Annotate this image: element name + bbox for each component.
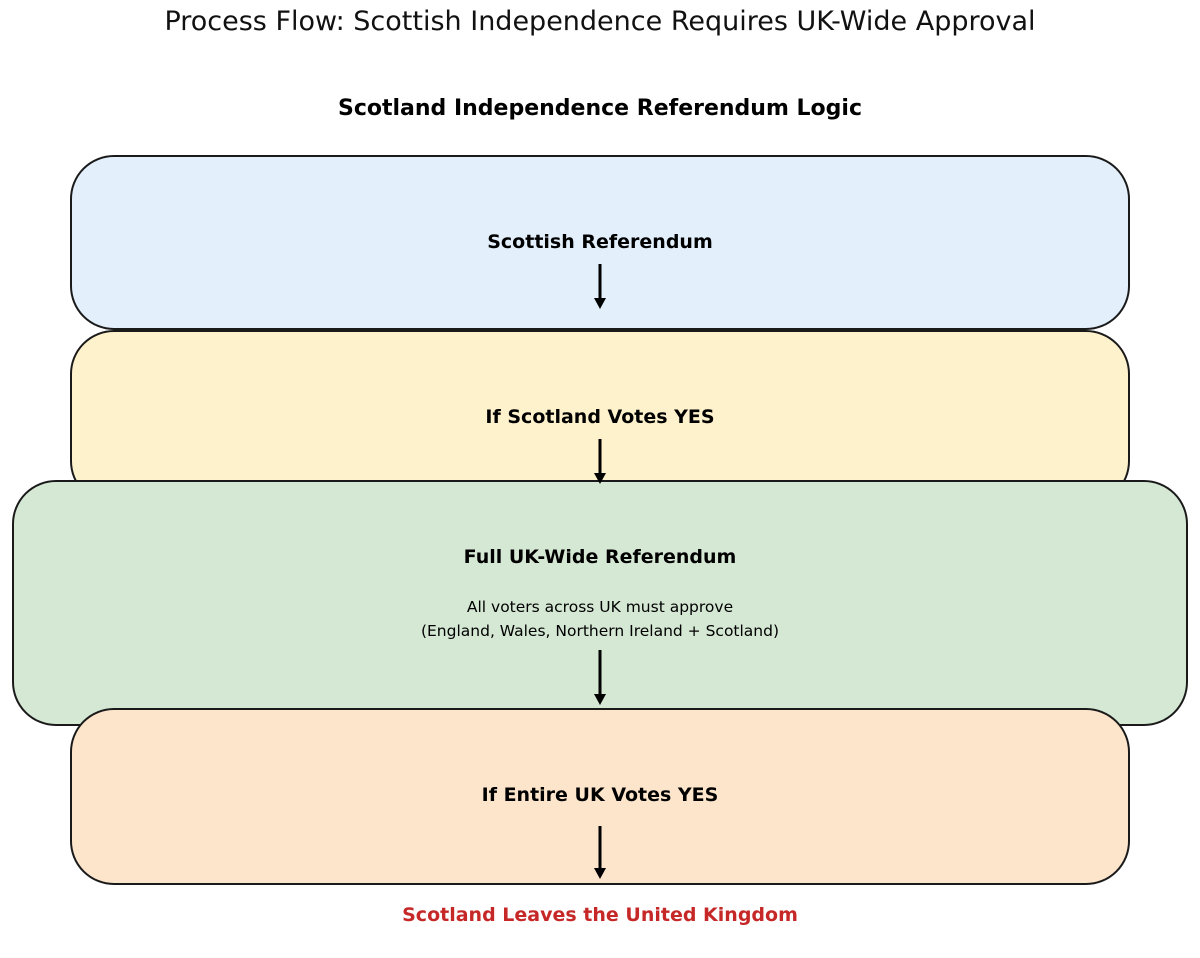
step-label: If Entire UK Votes YES — [481, 784, 719, 806]
arrow-down-icon — [594, 264, 606, 309]
arrow-down-icon — [594, 439, 606, 484]
arrow-down-icon — [594, 826, 606, 879]
step-label: Scottish Referendum — [487, 231, 713, 253]
step-label: If Scotland Votes YES — [485, 406, 715, 428]
step-note-line-1: All voters across UK must approve — [466, 598, 734, 616]
arrow-down-icon — [594, 650, 606, 705]
diagram-title: Scotland Independence Referendum Logic — [337, 96, 862, 121]
page-title: Process Flow: Scottish Independence Requ… — [164, 6, 1036, 37]
outcome-label: Scotland Leaves the United Kingdom — [402, 904, 798, 926]
step-label: Full UK-Wide Referendum — [463, 546, 737, 568]
step-note-line-2: (England, Wales, Northern Ireland + Scot… — [420, 622, 780, 640]
